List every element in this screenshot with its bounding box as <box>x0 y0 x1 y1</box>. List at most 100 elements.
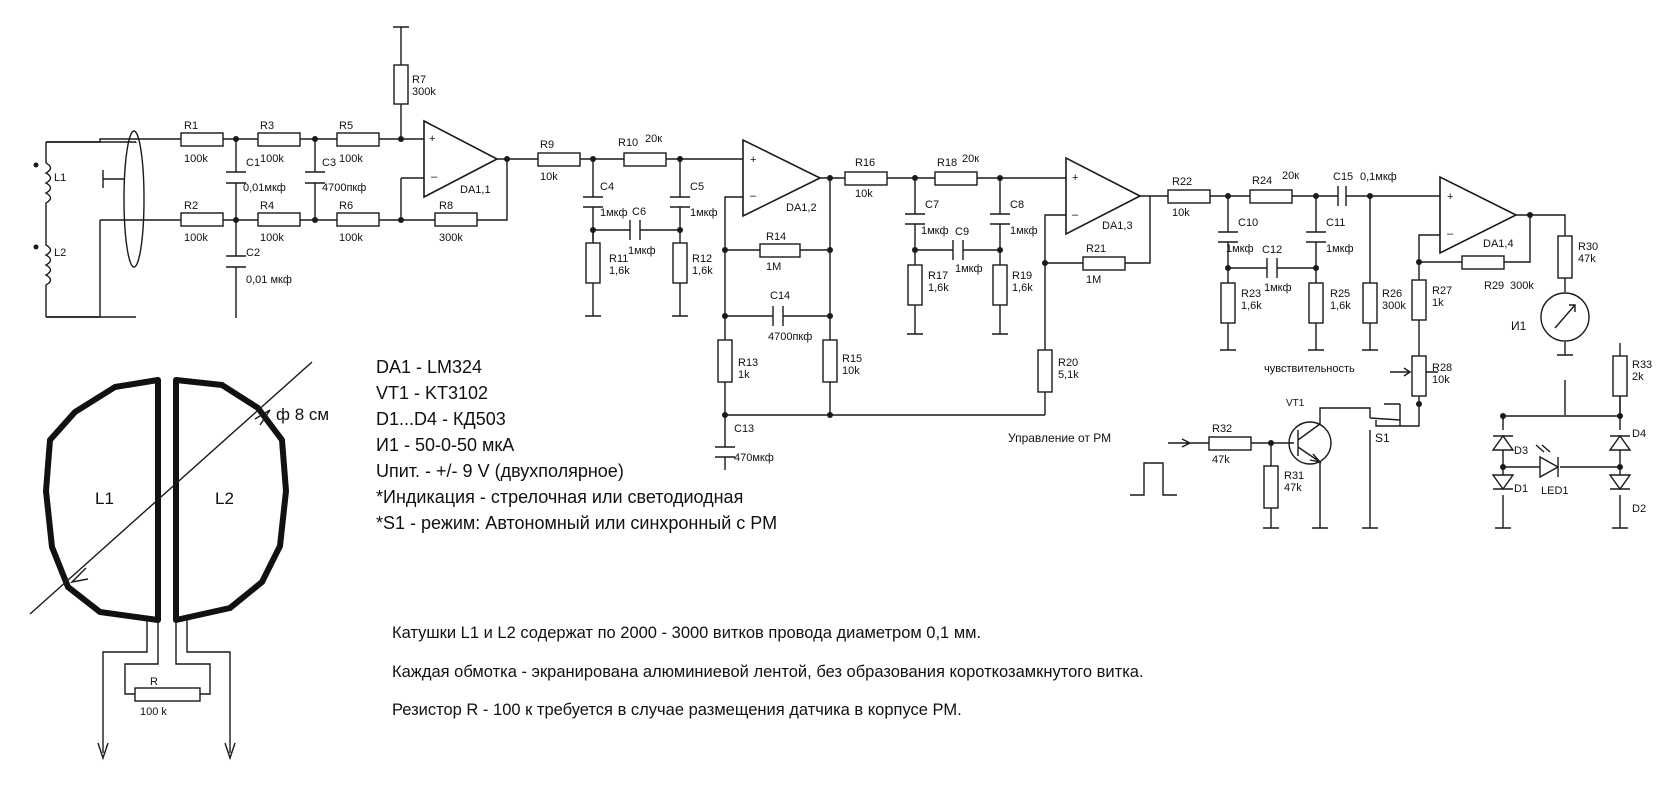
value-C3: 4700пкф <box>322 182 366 194</box>
ref-R13: R13 <box>738 357 758 369</box>
resistor-R24 <box>1249 189 1293 204</box>
ref-C14: C14 <box>770 290 790 302</box>
resistor-R33 <box>1612 355 1628 397</box>
value-R2: 100k <box>184 232 208 244</box>
resistor-R7 <box>393 64 409 105</box>
plus-sign: + <box>1447 191 1453 203</box>
opamp-DA1-3 <box>1065 156 1142 236</box>
value-R26: 300k <box>1382 300 1406 312</box>
ref-C5: C5 <box>690 181 704 193</box>
ref-C2: C2 <box>246 247 260 259</box>
stage-4: + – <box>1167 175 1590 427</box>
spec-line: *S1 - режим: Автономный или синхронный с… <box>376 513 778 533</box>
minus-sign: – <box>1447 228 1454 240</box>
note-resistor: Резистор R - 100 к требуется в случае ра… <box>392 701 962 719</box>
spec-line: VT1 - KT3102 <box>376 383 489 403</box>
sensor-resistor-label: R <box>150 676 158 688</box>
value-R23: 1,6k <box>1241 300 1262 312</box>
value-C14: 4700пкф <box>768 331 812 343</box>
resistor-R12 <box>672 242 688 284</box>
ref-R33: R33 <box>1632 359 1652 371</box>
value-C7: 1мкф <box>921 225 949 237</box>
value-R22: 10k <box>1172 207 1190 219</box>
value-R14: 1M <box>766 261 781 273</box>
ref-R7: R7 <box>412 74 426 86</box>
ref-R24: R24 <box>1252 175 1272 187</box>
value-R9: 10k <box>540 171 558 183</box>
ref-R32: R32 <box>1212 423 1232 435</box>
resistor-R6 <box>336 212 380 227</box>
ref-R26: R26 <box>1382 288 1402 300</box>
coil-L1-outline <box>43 377 161 623</box>
diameter-label: ф 8 см <box>276 405 329 424</box>
value-R16: 10k <box>855 188 873 200</box>
sensor-resistor-value: 100 k <box>140 706 167 718</box>
stage-2: + – <box>537 138 1045 470</box>
value-R12: 1,6k <box>692 265 713 277</box>
ref-R14: R14 <box>766 231 786 243</box>
resistor-R17 <box>907 264 923 306</box>
ref-DA1-2: DA1,2 <box>786 202 817 214</box>
meter-icon <box>1540 292 1590 342</box>
ref-C3: C3 <box>322 157 336 169</box>
note-coils: Катушки L1 и L2 содержат по 2000 - 3000 … <box>392 624 982 642</box>
value-R30: 47k <box>1578 253 1596 265</box>
ref-R6: R6 <box>339 200 353 212</box>
resistor-R11 <box>585 242 601 284</box>
plus-sign: + <box>429 133 435 145</box>
ref-R8: R8 <box>439 200 453 212</box>
resistor-R9 <box>537 152 581 167</box>
value-R10: 20к <box>645 133 662 145</box>
value-C10: 1мкф <box>1226 243 1254 255</box>
ref-R30: R30 <box>1578 241 1598 253</box>
plus-sign: + <box>750 154 756 166</box>
L2-label: L2 <box>54 247 66 259</box>
ref-R10: R10 <box>618 137 638 149</box>
resistor-R20 <box>1037 349 1053 393</box>
ref-R4: R4 <box>260 200 274 212</box>
resistor-R-sensor <box>134 687 201 702</box>
ref-D3: D3 <box>1514 445 1528 457</box>
switch-label: S1 <box>1375 431 1390 445</box>
minus-sign: – <box>750 190 757 202</box>
ref-R23: R23 <box>1241 288 1261 300</box>
ref-C11: C11 <box>1326 217 1345 229</box>
plus-sign: + <box>1072 172 1078 184</box>
ref-R31: R31 <box>1284 470 1304 482</box>
input-coils: L1 L2 <box>33 130 145 318</box>
ref-DA1-1: DA1,1 <box>460 184 491 196</box>
ref-C12: C12 <box>1262 244 1282 256</box>
ref-D2: D2 <box>1632 503 1646 515</box>
value-R31: 47k <box>1284 482 1302 494</box>
ref-C1: C1 <box>246 157 260 169</box>
ref-R3: R3 <box>260 120 274 132</box>
sketch-L1-label: L1 <box>95 489 114 508</box>
value-R33: 2k <box>1632 371 1644 383</box>
value-R4: 100k <box>260 232 284 244</box>
ref-R11: R11 <box>609 253 628 265</box>
resistor-R27 <box>1411 279 1427 321</box>
minus-sign: – <box>1072 209 1079 221</box>
value-C1: 0,01мкф <box>243 182 286 194</box>
value-R11: 1,6k <box>609 265 630 277</box>
ref-R25: R25 <box>1330 288 1350 300</box>
ref-R27: R27 <box>1432 285 1452 297</box>
resistor-R25 <box>1308 282 1324 324</box>
value-C8: 1мкф <box>1010 225 1038 237</box>
ref-C6: C6 <box>632 206 646 218</box>
ref-D1: D1 <box>1514 483 1528 495</box>
value-R21: 1M <box>1086 274 1101 286</box>
ref-R19: R19 <box>1012 270 1032 282</box>
resistor-R16 <box>844 171 888 186</box>
value-R1: 100k <box>184 153 208 165</box>
value-R27: 1k <box>1432 297 1444 309</box>
ref-R5: R5 <box>339 120 353 132</box>
opamp-DA1-4 <box>1439 175 1518 255</box>
specs-list: DA1 - LM324 VT1 - KT3102 D1...D4 - КД503… <box>376 354 777 536</box>
resistor-R31 <box>1263 465 1279 509</box>
ref-C9: C9 <box>955 226 969 238</box>
sensor-sketch: L1 L2 ф 8 см R 100 k <box>29 361 329 761</box>
ref-R29: R29 <box>1484 280 1504 292</box>
switch-stage <box>1130 407 1401 529</box>
